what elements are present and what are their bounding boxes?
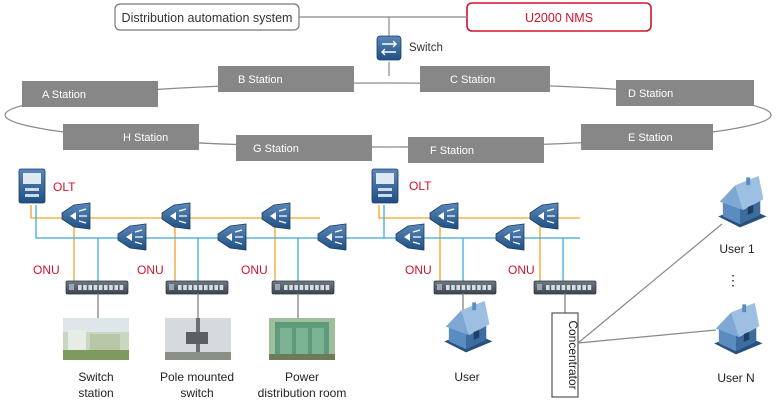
station-b-label: B Station bbox=[238, 74, 283, 86]
splitter-icon bbox=[529, 202, 559, 230]
station-g: G Station bbox=[236, 135, 372, 161]
station-d-label: D Station bbox=[628, 88, 673, 100]
power-room-label-1: Power bbox=[285, 370, 319, 384]
houses bbox=[444, 175, 767, 355]
onu-label-1: ONU bbox=[33, 263, 60, 277]
onu-devices bbox=[65, 280, 597, 295]
splitter-icon bbox=[429, 202, 459, 230]
user-label: User bbox=[454, 370, 479, 384]
concentrator-box: Concentrator bbox=[551, 312, 580, 398]
distribution-automation-box: Distribution automation system bbox=[114, 3, 300, 31]
onu-drop-lines bbox=[97, 293, 566, 318]
splitter-icon bbox=[395, 223, 425, 251]
station-c: C Station bbox=[420, 66, 550, 92]
station-d: D Station bbox=[616, 80, 754, 106]
power-distribution-room-photo bbox=[269, 318, 335, 360]
concentrator-label: Concentrator bbox=[566, 320, 580, 389]
u2000-nms-label: U2000 NMS bbox=[525, 11, 593, 25]
switch-icon bbox=[376, 35, 402, 61]
user-n-house-icon bbox=[714, 302, 763, 355]
splitter-icon bbox=[217, 223, 247, 251]
olt-right-label: OLT bbox=[409, 179, 432, 193]
onu-device-icon bbox=[65, 280, 129, 295]
splitter-icon bbox=[317, 223, 347, 251]
switch-station-label-1: Switch bbox=[78, 370, 113, 384]
station-a: A Station bbox=[22, 81, 158, 107]
switch-station-photo bbox=[63, 318, 129, 360]
onu-device-icon bbox=[433, 280, 497, 295]
splitter-icon bbox=[495, 223, 525, 251]
user-n-label: User N bbox=[717, 371, 754, 385]
splitters bbox=[61, 202, 559, 251]
user-ellipsis: ⋮ bbox=[726, 272, 740, 288]
onu-device-icon bbox=[165, 280, 229, 295]
olt-right-icon bbox=[371, 168, 399, 204]
splitter-icon bbox=[161, 202, 191, 230]
onu-label-4: ONU bbox=[405, 263, 432, 277]
station-a-label: A Station bbox=[42, 89, 86, 101]
user-house-icon bbox=[444, 300, 493, 353]
onu-label-2: ONU bbox=[137, 263, 164, 277]
switch-label: Switch bbox=[409, 42, 443, 54]
splitter-icon bbox=[261, 202, 291, 230]
concentrator-link-usern bbox=[577, 329, 717, 344]
station-h-label: H Station bbox=[123, 132, 168, 144]
station-f: F Station bbox=[408, 137, 544, 163]
station-b: B Station bbox=[218, 66, 354, 92]
station-g-label: G Station bbox=[253, 143, 299, 155]
onu-device-icon bbox=[271, 280, 335, 295]
concentrator-link-user1 bbox=[577, 223, 723, 344]
pole-switch-label-2: switch bbox=[180, 386, 213, 400]
olt-left-label: OLT bbox=[53, 180, 76, 194]
u2000-nms-box: U2000 NMS bbox=[466, 2, 652, 32]
station-h: H Station bbox=[63, 124, 199, 150]
user-1-house-icon bbox=[718, 175, 767, 228]
splitter-icon bbox=[61, 202, 91, 230]
power-room-label-2: distribution room bbox=[258, 386, 347, 400]
switch-station-label-2: station bbox=[78, 386, 113, 400]
station-f-label: F Station bbox=[430, 145, 474, 157]
ring-network bbox=[4, 82, 772, 148]
splitter-icon bbox=[117, 223, 147, 251]
onu-device-icon bbox=[533, 280, 597, 295]
olt-left-icon bbox=[18, 168, 46, 204]
user-1-label: User 1 bbox=[719, 242, 755, 256]
station-e-label: E Station bbox=[628, 132, 673, 144]
onu-label-3: ONU bbox=[241, 263, 268, 277]
distribution-automation-label: Distribution automation system bbox=[122, 11, 293, 25]
onu-label-5: ONU bbox=[508, 263, 535, 277]
station-c-label: C Station bbox=[450, 74, 495, 86]
pole-mounted-switch-photo bbox=[165, 318, 231, 360]
station-e: E Station bbox=[581, 124, 713, 150]
pole-switch-label-1: Pole mounted bbox=[160, 370, 234, 384]
